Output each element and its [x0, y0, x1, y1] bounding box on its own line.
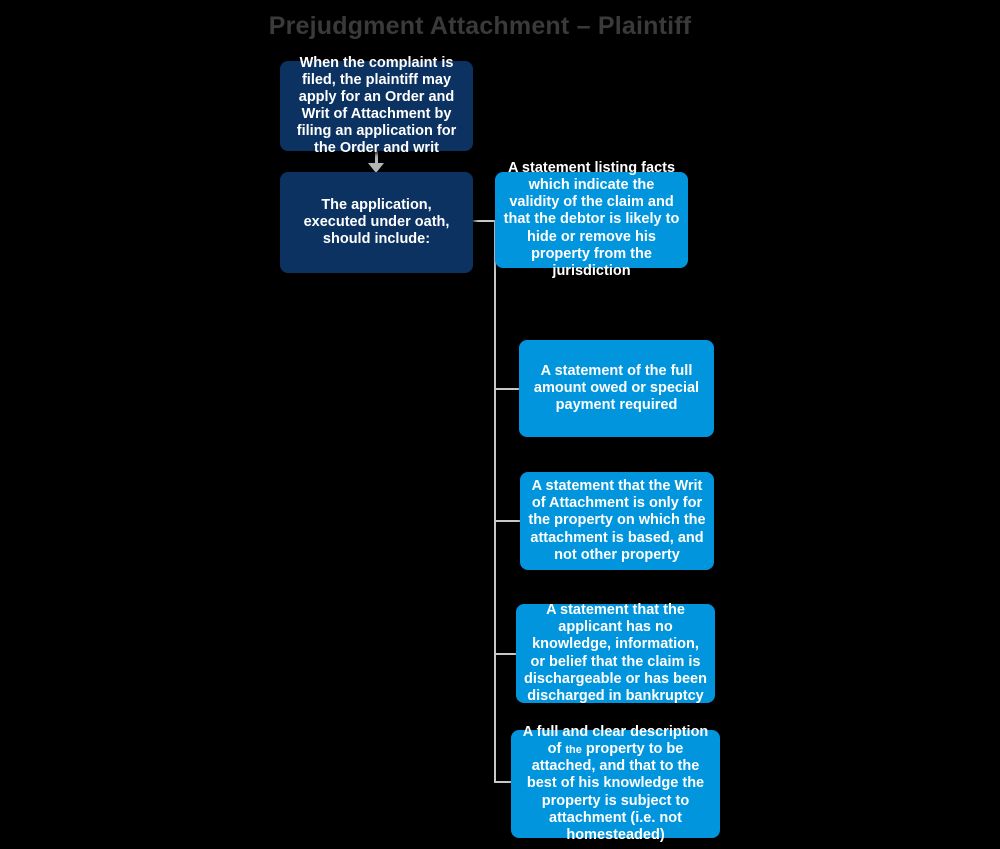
node-item-1-label: A statement listing facts which indicate…	[503, 160, 680, 279]
node-item-5-label-rest: property to be attached, and that to the…	[526, 741, 705, 843]
connector-branch-item-3	[494, 520, 522, 522]
node-item-5-label-main: A full and clear description of	[522, 724, 709, 758]
connector-vertical-trunk	[494, 220, 496, 782]
arrow-down-shaft	[375, 151, 378, 166]
node-item-2[interactable]: A statement of the full amount owed or s…	[519, 340, 714, 437]
node-application[interactable]: The application, executed under oath, sh…	[280, 172, 473, 273]
node-item-5-label-tiny: the	[565, 744, 582, 757]
node-root-label: When the complaint is filed, the plainti…	[296, 54, 457, 157]
node-application-label: The application, executed under oath, sh…	[303, 196, 450, 248]
node-root[interactable]: When the complaint is filed, the plainti…	[280, 55, 473, 156]
arrow-down-icon	[368, 163, 384, 173]
page-title: Prejudgment Attachment – Plaintiff	[268, 12, 692, 40]
connector-branch-item-5	[494, 781, 513, 783]
node-item-3-label: A statement that the Writ of Attachment …	[528, 478, 706, 563]
connector-branch-item-4	[494, 653, 518, 655]
node-item-4[interactable]: A statement that the applicant has no kn…	[516, 602, 715, 704]
connector-branch-item-1	[473, 220, 497, 222]
node-item-5-label: A full and clear description of the prop…	[519, 724, 712, 844]
connector-branch-item-2	[494, 388, 521, 390]
node-item-5[interactable]: A full and clear description of the prop…	[511, 724, 720, 843]
node-item-4-label: A statement that the applicant has no kn…	[524, 602, 707, 704]
node-item-2-label: A statement of the full amount owed or s…	[533, 362, 700, 414]
node-item-1[interactable]: A statement listing facts which indicate…	[495, 160, 688, 279]
node-item-3[interactable]: A statement that the Writ of Attachment …	[520, 472, 714, 570]
